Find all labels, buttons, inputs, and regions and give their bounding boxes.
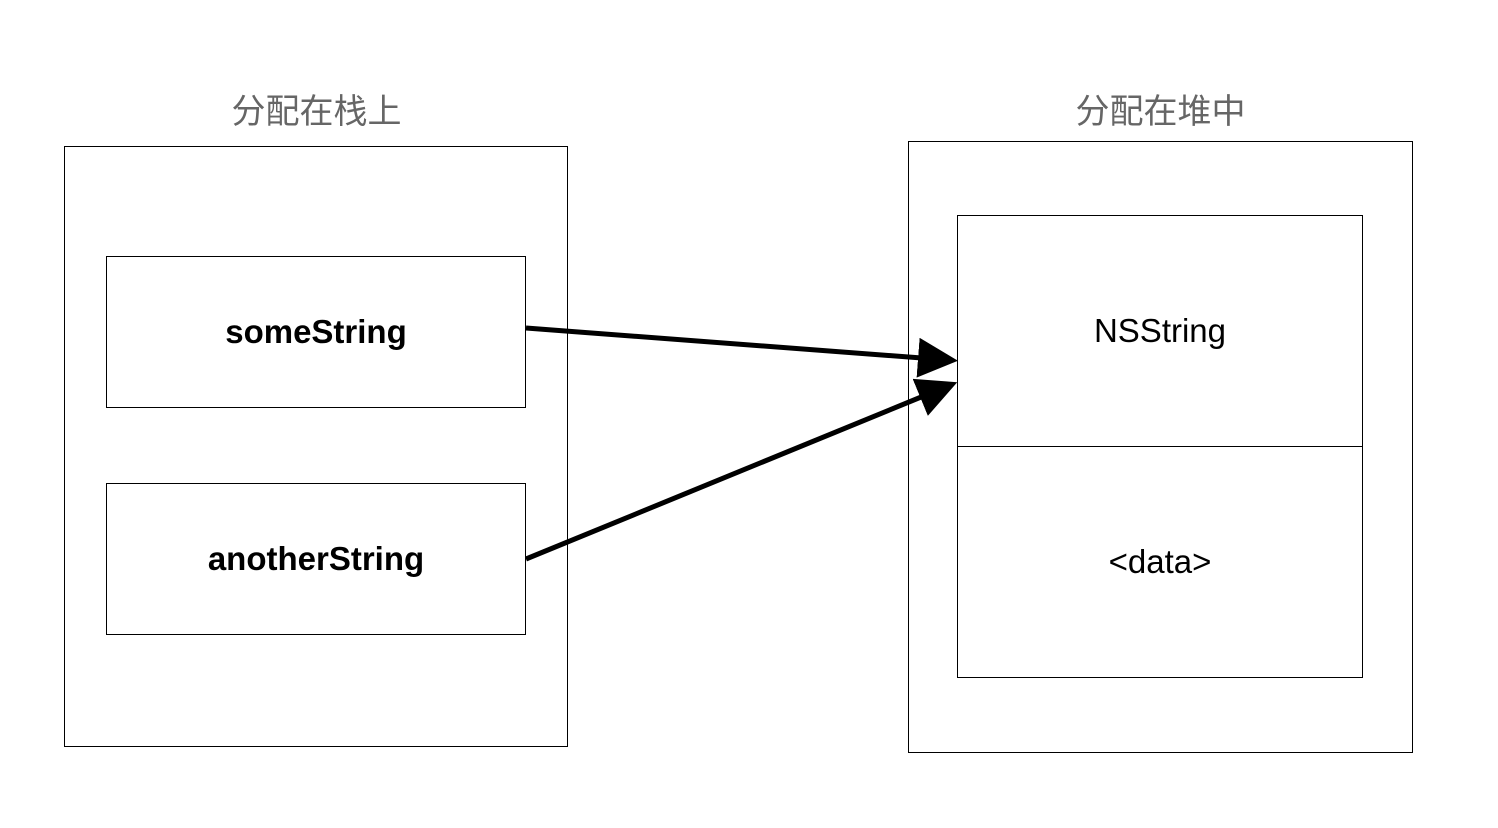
some-string-label: someString (225, 313, 407, 350)
another-string-label: anotherString (207, 540, 425, 577)
heap-heading: 分配在堆中 (1075, 92, 1246, 132)
some-string-pointer-box: someString (106, 256, 526, 408)
data-label: <data> (1108, 543, 1212, 580)
nsstring-object-data: <data> (957, 446, 1363, 678)
stack-heading: 分配在栈上 (231, 92, 402, 132)
another-string-arrow (525, 378, 958, 562)
nsstring-object-header: NSString (957, 215, 1363, 447)
stack-region (64, 146, 568, 747)
some-string-arrow (525, 325, 958, 378)
another-string-pointer-box: anotherString (106, 483, 526, 635)
nsstring-label: NSString (1093, 312, 1227, 349)
